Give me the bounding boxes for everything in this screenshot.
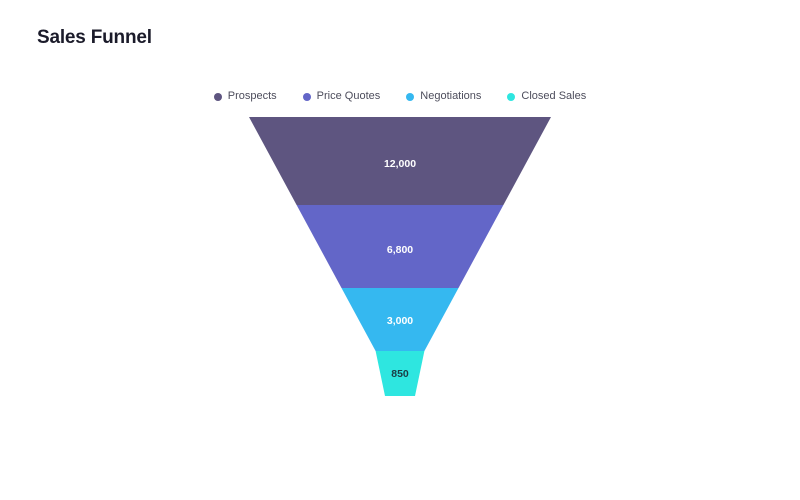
funnel-value-price-quotes: 6,800 <box>387 244 413 256</box>
legend-item-price-quotes[interactable]: Price Quotes <box>302 90 381 102</box>
legend-dot-price-quotes <box>302 92 311 101</box>
chart-legend: Prospects Price Quotes Negotiations Clos… <box>0 91 800 102</box>
funnel-segment-closed-sales[interactable] <box>375 351 425 396</box>
funnel-segment-negotiations[interactable] <box>341 288 459 351</box>
funnel-segment-price-quotes[interactable] <box>296 205 504 288</box>
legend-dot-prospects <box>213 92 222 101</box>
legend-dot-closed-sales <box>507 92 516 101</box>
page-title: Sales Funnel <box>37 27 152 48</box>
legend-label-negotiations: Negotiations <box>420 90 482 102</box>
legend-item-closed-sales[interactable]: Closed Sales <box>507 91 586 102</box>
funnel-segment-prospects[interactable] <box>249 117 551 205</box>
funnel-value-negotiations: 3,000 <box>387 315 413 327</box>
legend-label-price-quotes: Price Quotes <box>316 90 381 102</box>
legend-label-prospects: Prospects <box>227 90 277 102</box>
legend-item-prospects[interactable]: Prospects <box>213 90 277 102</box>
funnel-value-closed-sales: 850 <box>391 368 409 380</box>
legend-item-negotiations[interactable]: Negotiations <box>406 91 481 102</box>
legend-label-closed-sales: Closed Sales <box>521 90 587 102</box>
legend-dot-negotiations <box>406 92 415 101</box>
funnel-value-prospects: 12,000 <box>384 158 416 170</box>
